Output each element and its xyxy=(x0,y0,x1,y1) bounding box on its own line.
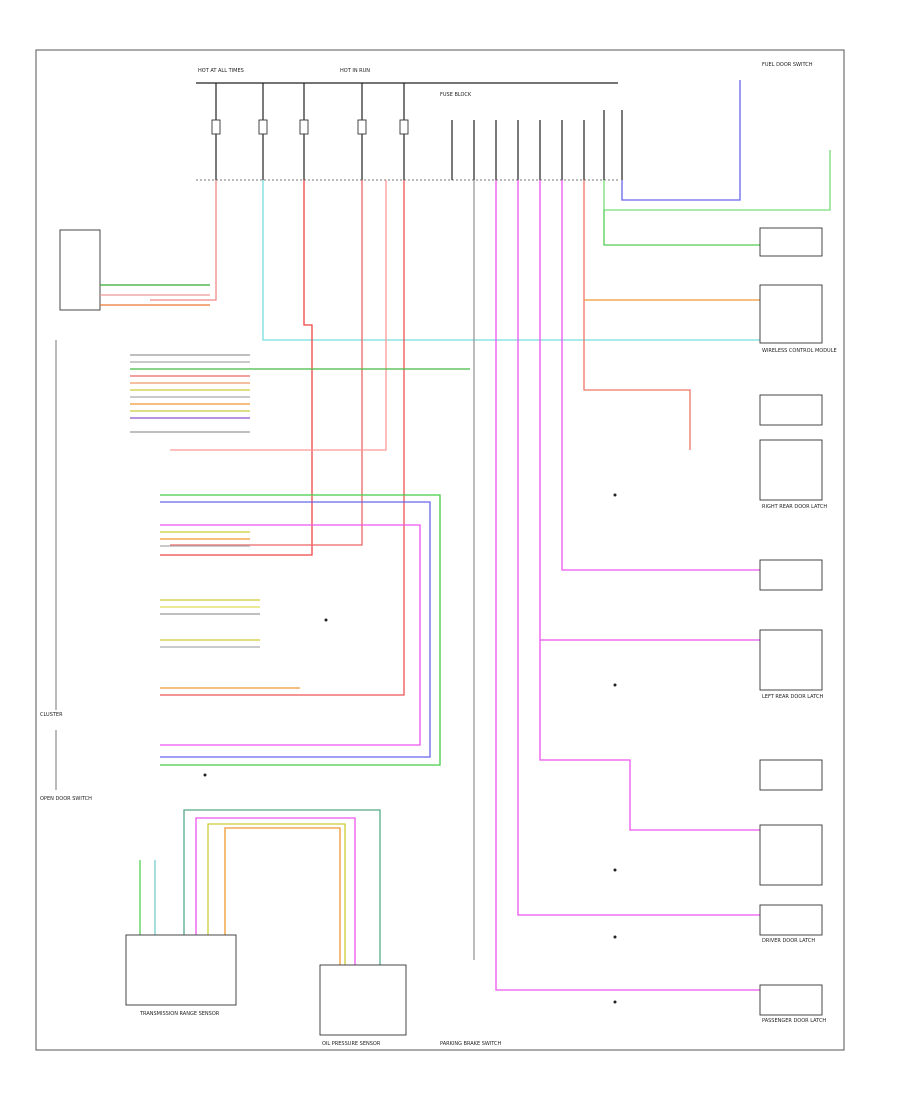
park-brake-label: PARKING BRAKE SWITCH xyxy=(440,1041,502,1047)
oil-pressure-label: OIL PRESSURE SENSOR xyxy=(322,1041,381,1047)
cluster-block: CLUSTER xyxy=(40,340,63,718)
oil-pressure-box xyxy=(319,964,407,1036)
trans-range-label: TRANSMISSION RANGE SENSOR xyxy=(139,1011,220,1017)
right-boxes xyxy=(759,227,823,1016)
bottom-wires xyxy=(139,809,381,965)
diagram-frame xyxy=(35,49,845,1051)
lr-latch-label: LEFT REAR DOOR LATCH xyxy=(762,694,823,700)
odsw-label: OPEN DOOR SWITCH xyxy=(40,796,92,802)
wireless-label: WIRELESS CONTROL MODULE xyxy=(762,348,837,354)
cluster-wires-mid xyxy=(160,494,441,766)
left-module xyxy=(59,229,101,311)
fuse-block-stubs xyxy=(451,110,623,180)
hot-label: HOT AT ALL TIMES xyxy=(198,68,244,74)
driver-latch-label: DRIVER DOOR LATCH xyxy=(762,938,815,944)
run-label: HOT IN RUN xyxy=(340,68,370,74)
fuse-block-label: FUSE BLOCK xyxy=(440,92,472,98)
ground-marks xyxy=(203,493,617,1004)
passenger-latch-label: PASSENGER DOOR LATCH xyxy=(762,1018,826,1024)
trans-range-box xyxy=(125,934,237,1006)
fuel-door-label: FUEL DOOR SWITCH xyxy=(762,62,813,68)
rr-latch-label: RIGHT REAR DOOR LATCH xyxy=(762,504,827,510)
fuse-group xyxy=(211,83,409,180)
cluster-label: CLUSTER xyxy=(40,712,63,718)
cluster-wires-top xyxy=(130,354,470,433)
left-module-wires xyxy=(100,284,210,306)
right-wires xyxy=(473,80,831,991)
wire-group-fuses xyxy=(150,180,760,696)
